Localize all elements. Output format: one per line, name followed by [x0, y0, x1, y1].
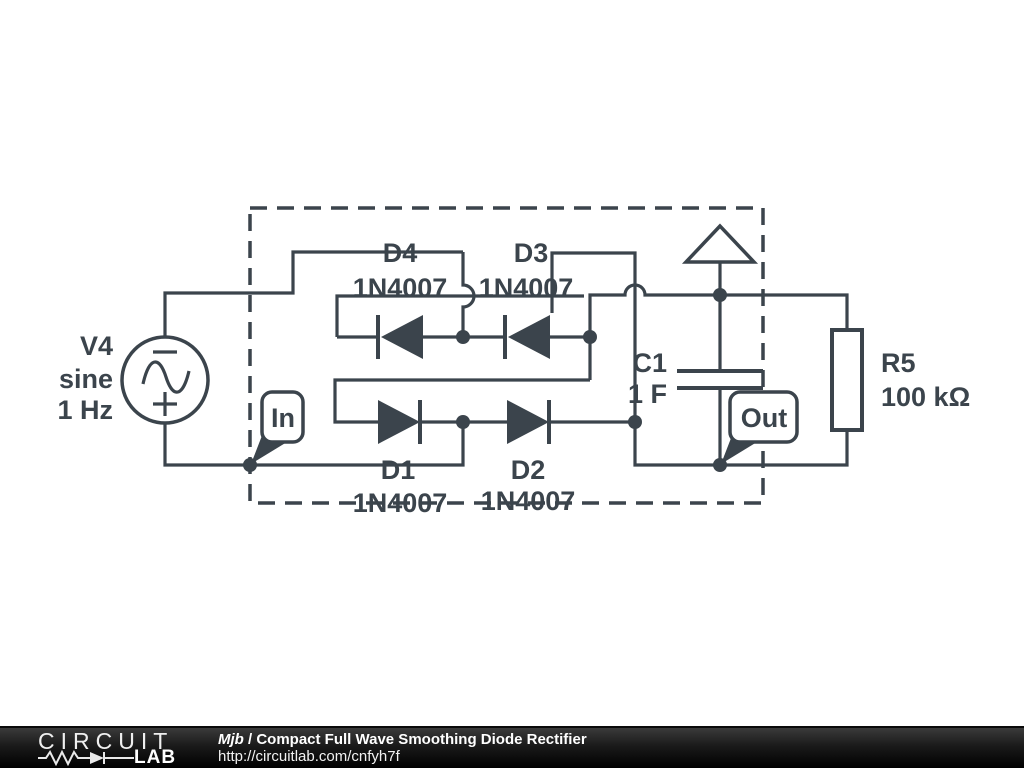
d1-name: D1	[381, 455, 416, 485]
separator: /	[248, 731, 253, 748]
diode-d1[interactable]: D1 1N4007	[353, 400, 448, 518]
source-circle	[120, 335, 210, 425]
d3-name: D3	[514, 238, 549, 268]
diode-d2[interactable]: D2 1N4007	[481, 400, 576, 516]
sine-symbol	[141, 360, 191, 394]
out-flag-label: Out	[741, 403, 788, 433]
node-flag-triangle[interactable]	[681, 223, 759, 264]
circuit-title[interactable]: Compact Full Wave Smoothing Diode Rectif…	[256, 731, 587, 748]
d2-name: D2	[511, 455, 546, 485]
plus-sign	[153, 392, 177, 416]
junction-dot	[456, 330, 470, 344]
junction-dot	[713, 288, 727, 302]
flag-in[interactable]: In	[251, 390, 305, 464]
footer-meta: Mjb / Compact Full Wave Smoothing Diode …	[218, 731, 587, 765]
flag-out[interactable]: Out	[721, 390, 799, 464]
wire-in-rail[interactable]	[163, 420, 465, 467]
logo-text-lab: LAB	[134, 747, 177, 768]
junction-dot	[456, 415, 470, 429]
d3-triangle	[508, 315, 550, 359]
v4-kind: sine	[59, 364, 113, 394]
wire-out-rail[interactable]	[633, 422, 849, 467]
capacitor-c1[interactable]: C1 1 F	[628, 348, 763, 409]
resistor-diode-icon	[38, 750, 134, 766]
r5-value: 100 kΩ	[881, 382, 970, 412]
wire-d4-up[interactable]	[335, 294, 584, 337]
c1-value: 1 F	[628, 379, 667, 409]
out-flag-box	[728, 390, 799, 444]
author-name[interactable]: Mjb	[218, 731, 244, 748]
circuit-url[interactable]: http://circuitlab.com/cnfyh7f	[218, 748, 400, 765]
d4-triangle	[381, 315, 423, 359]
resistor-r5[interactable]: R5 100 kΩ	[830, 328, 970, 432]
diode-d4[interactable]: D4 1N4007	[353, 238, 448, 359]
d2-part: 1N4007	[481, 486, 576, 516]
d4-part: 1N4007	[353, 273, 448, 303]
in-flag-label: In	[271, 403, 295, 433]
wires	[163, 250, 849, 467]
r5-body	[830, 328, 864, 432]
c1-name: C1	[632, 348, 667, 378]
junction-dot	[628, 415, 642, 429]
d4-name: D4	[383, 238, 418, 268]
wire-output-bus[interactable]	[588, 283, 849, 380]
d3-part: 1N4007	[479, 273, 574, 303]
v4-name: V4	[80, 331, 113, 361]
d2-triangle	[507, 400, 549, 444]
footer-bar: CIRCUIT LAB Mjb / Compact Full Wave Smoo…	[0, 726, 1024, 768]
circuitlab-logo[interactable]: CIRCUIT LAB	[38, 728, 188, 768]
junction-dot	[713, 458, 727, 472]
diode-d3[interactable]: D3 1N4007	[479, 238, 574, 359]
in-flag-box	[260, 390, 305, 444]
wire-v4-top[interactable]	[163, 250, 463, 340]
logo-text-circuit: CIRCUIT	[38, 728, 174, 754]
wire-mid-rail[interactable]	[333, 378, 590, 424]
d1-part: 1N4007	[353, 488, 448, 518]
r5-name: R5	[881, 348, 916, 378]
dashed-selection-box	[248, 206, 765, 505]
junction-dots	[243, 288, 727, 472]
wire-d3-top[interactable]	[550, 251, 637, 422]
d1-triangle	[378, 400, 420, 444]
v4-freq: 1 Hz	[57, 395, 113, 425]
voltage-source-v4[interactable]: V4 sine 1 Hz	[57, 331, 210, 425]
junction-dot	[243, 458, 257, 472]
junction-dot	[583, 330, 597, 344]
